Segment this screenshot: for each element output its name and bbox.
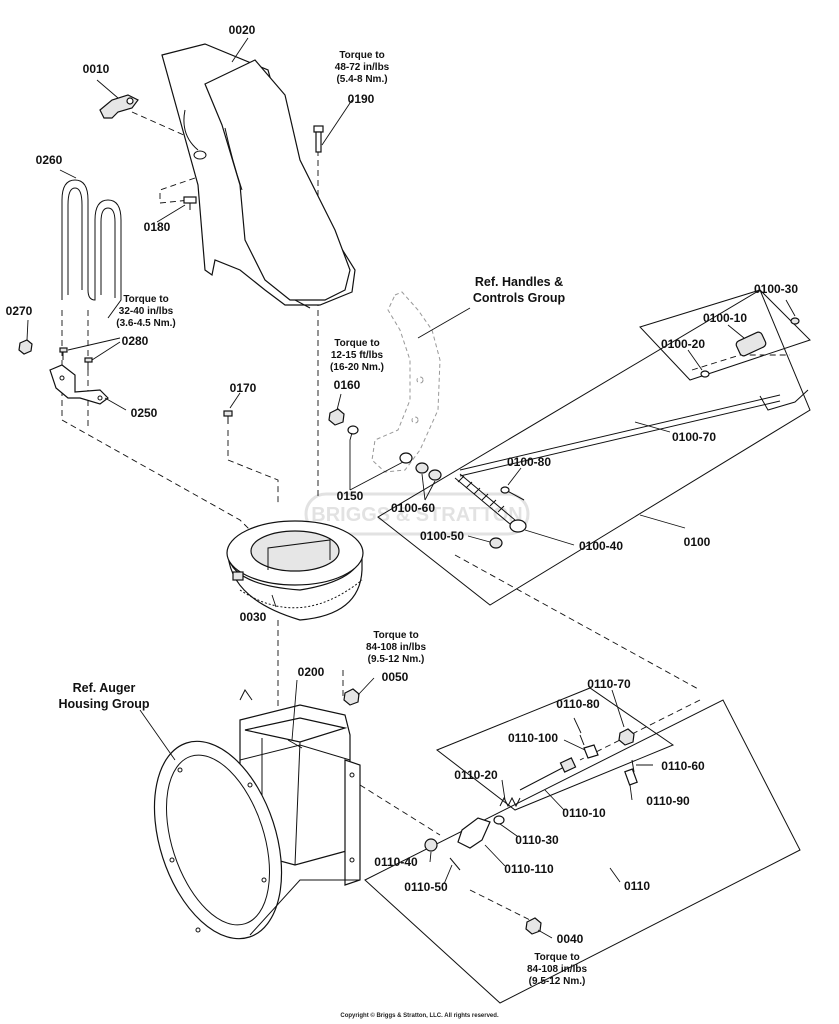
svg-text:Torque to: Torque to [339, 50, 384, 61]
svg-text:12-15 ft/lbs: 12-15 ft/lbs [331, 350, 384, 361]
callout-0150: 0150 [337, 489, 364, 503]
callout-0100: 0100 [684, 535, 711, 549]
callout-0110-10: 0110-10 [562, 806, 606, 820]
callout-0020: 0020 [229, 23, 256, 37]
nut-0160 [328, 408, 345, 426]
bushings-0100-60 [415, 462, 442, 481]
callout-labels: 0020 0010 0190 0260 0180 0270 0280 0250 … [6, 23, 799, 946]
linkage-assembly-0110 [364, 687, 801, 1004]
callout-0050: 0050 [382, 670, 409, 684]
torque-note-0190: Torque to 48-72 in/lbs (5.4-8 Nm.) [335, 50, 390, 85]
chute-0020 [161, 43, 356, 309]
svg-text:Torque to: Torque to [123, 294, 168, 305]
callout-0200: 0200 [298, 665, 325, 679]
torque-note-0040: Torque to 84-108 in/lbs (9.5-12 Nm.) [527, 952, 587, 987]
copyright-notice: Copyright © Briggs & Stratton, LLC. All … [340, 1013, 499, 1019]
callout-0110-100: 0110-100 [508, 731, 558, 745]
callout-0100-60: 0100-60 [391, 501, 435, 515]
svg-text:BRIGGS & STRATTON: BRIGGS & STRATTON [311, 504, 522, 526]
torque-note-0050: Torque to 84-108 in/lbs (9.5-12 Nm.) [366, 630, 426, 665]
bolt-0190 [313, 125, 324, 153]
callout-0100-10: 0100-10 [703, 311, 747, 325]
svg-text:(9.5-12 Nm.): (9.5-12 Nm.) [368, 654, 425, 665]
svg-text:48-72 in/lbs: 48-72 in/lbs [335, 62, 390, 73]
callout-0100-30: 0100-30 [754, 282, 798, 296]
callout-0110-40: 0110-40 [374, 855, 418, 869]
callout-0100-20: 0100-20 [661, 337, 705, 351]
chute-ring-0030 [226, 520, 364, 621]
deflector-rod-0260 [61, 179, 122, 319]
chute-knob-0010 [99, 94, 139, 119]
svg-text:Torque to: Torque to [534, 952, 579, 963]
callout-0100-80: 0100-80 [507, 455, 551, 469]
nut-0270 [18, 339, 33, 355]
svg-text:84-108 in/lbs: 84-108 in/lbs [366, 642, 426, 653]
handle-phantom [371, 291, 441, 473]
torque-note-0160: Torque to 12-15 ft/lbs (16-20 Nm.) [330, 338, 384, 373]
torque-note-0280: Torque to 32-40 in/lbs (3.6-4.5 Nm.) [116, 294, 175, 329]
leader-lines [26, 37, 796, 939]
callout-0280: 0280 [122, 334, 149, 348]
auger-housing-phantom [153, 740, 360, 940]
svg-text:Controls Group: Controls Group [473, 291, 566, 305]
callout-0030: 0030 [240, 610, 267, 624]
svg-text:(3.6-4.5 Nm.): (3.6-4.5 Nm.) [116, 318, 175, 329]
callout-0110-60: 0110-60 [661, 759, 705, 773]
svg-text:(9.5-12 Nm.): (9.5-12 Nm.) [529, 976, 586, 987]
svg-text:Torque to: Torque to [373, 630, 418, 641]
svg-text:84-108 in/lbs: 84-108 in/lbs [527, 964, 587, 975]
callout-0190: 0190 [348, 92, 375, 106]
svg-text:(16-20 Nm.): (16-20 Nm.) [330, 362, 384, 373]
svg-text:Ref. Auger: Ref. Auger [73, 681, 136, 695]
callout-0110-20: 0110-20 [454, 768, 498, 782]
callout-0110-90: 0110-90 [646, 794, 690, 808]
ref-handles-label: Ref. Handles & Controls Group [473, 275, 566, 305]
crank-assembly-0100 [377, 289, 811, 606]
screws-0280 [59, 347, 93, 370]
callout-0040: 0040 [557, 932, 584, 946]
ref-auger-label: Ref. Auger Housing Group [59, 681, 150, 711]
callout-0110-50: 0110-50 [404, 880, 448, 894]
svg-text:32-40 in/lbs: 32-40 in/lbs [119, 306, 174, 317]
callout-0100-50: 0100-50 [420, 529, 464, 543]
svg-text:Torque to: Torque to [334, 338, 379, 349]
nut-0040 [525, 917, 542, 935]
callout-0100-40: 0100-40 [579, 539, 623, 553]
screw-0170 [223, 410, 233, 424]
callout-0110-30: 0110-30 [515, 833, 559, 847]
callout-0170: 0170 [230, 381, 257, 395]
bolt-0180 [183, 196, 197, 210]
callout-0160: 0160 [334, 378, 361, 392]
bracket-0250 [49, 364, 109, 405]
callout-0180: 0180 [144, 220, 171, 234]
callout-0110: 0110 [624, 879, 650, 893]
svg-text:Ref. Handles &: Ref. Handles & [475, 275, 563, 289]
callout-0110-70: 0110-70 [587, 677, 631, 691]
callout-0010: 0010 [83, 62, 110, 76]
callout-0270: 0270 [6, 304, 33, 318]
callout-0260: 0260 [36, 153, 63, 167]
washer-0150 [347, 425, 413, 464]
svg-text:(5.4-8 Nm.): (5.4-8 Nm.) [336, 74, 387, 85]
nut-0050 [343, 688, 360, 706]
callout-0250: 0250 [131, 406, 158, 420]
callout-0100-70: 0100-70 [672, 430, 716, 444]
svg-text:Housing Group: Housing Group [59, 697, 150, 711]
callout-0110-80: 0110-80 [556, 697, 600, 711]
callout-0110-110: 0110-110 [504, 862, 554, 876]
